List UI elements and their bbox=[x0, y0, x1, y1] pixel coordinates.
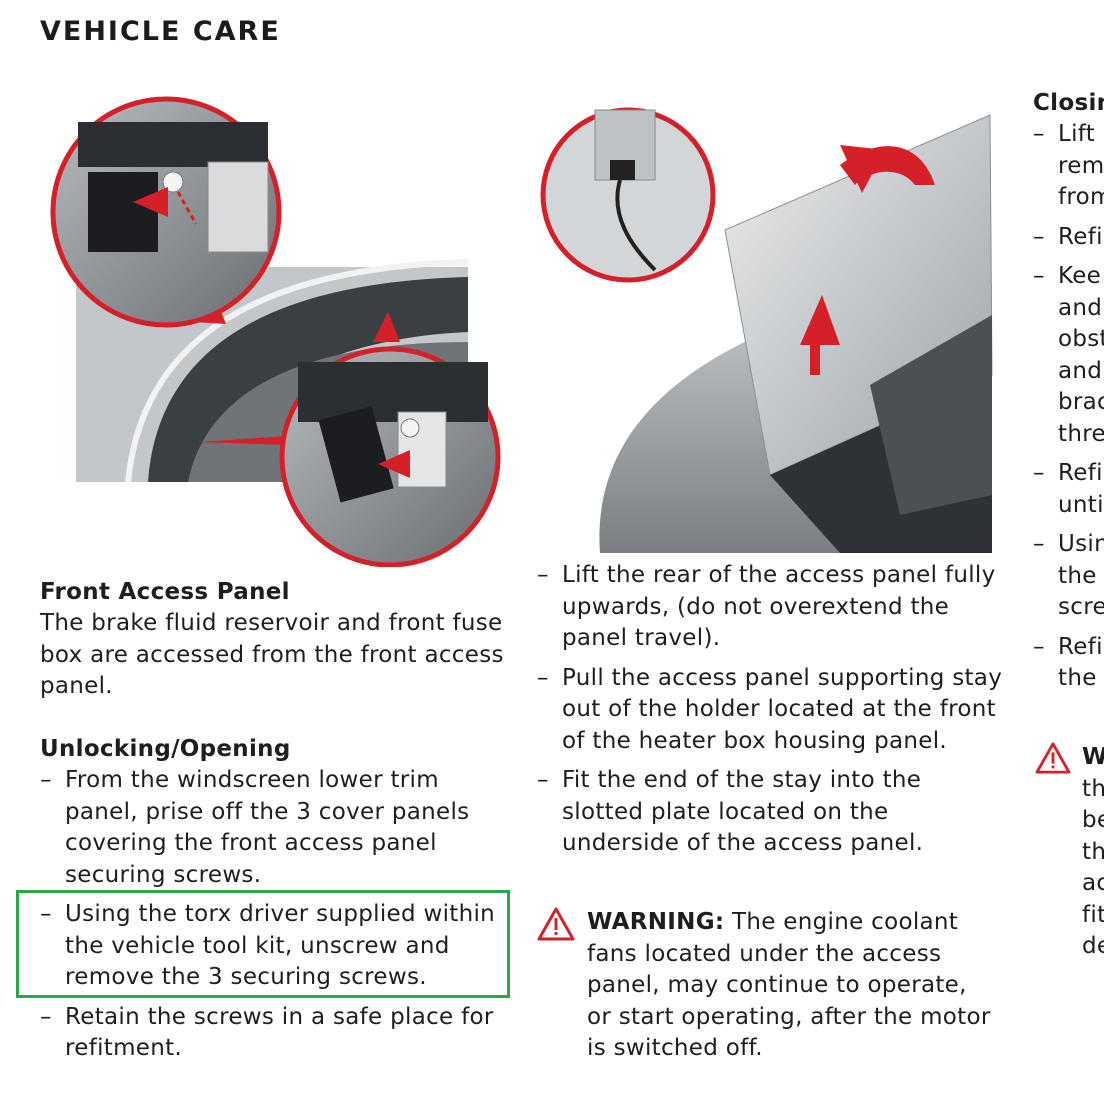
line-fragment: Usin bbox=[1058, 531, 1104, 557]
line-fragment: Refi bbox=[1058, 223, 1103, 250]
coolant-warning: WARNING: The engine coolant fans located… bbox=[537, 907, 997, 1065]
list-item: –Refi bbox=[1033, 222, 1104, 254]
list-item: Fit the end of the stay into the slotted… bbox=[537, 765, 1007, 860]
line-fragment: fit bbox=[1082, 901, 1104, 928]
line-fragment: ac bbox=[1082, 870, 1104, 896]
line-fragment: brac bbox=[1058, 389, 1104, 415]
line-fragment: W bbox=[1082, 744, 1104, 770]
warning-triangle-icon bbox=[537, 907, 575, 941]
unlocking-section: Unlocking/Opening From the windscreen lo… bbox=[40, 734, 510, 1073]
closing-warning: Wth be th ac fit de bbox=[1035, 742, 1104, 972]
closing-warning-text: Wth be th ac fit de bbox=[1082, 742, 1104, 963]
warning-text: WARNING: The engine coolant fans located… bbox=[587, 907, 997, 1065]
line-fragment: rem bbox=[1058, 152, 1104, 179]
front-access-section: Front Access Panel The brake fluid reser… bbox=[40, 577, 510, 703]
unlocking-title: Unlocking/Opening bbox=[40, 736, 291, 762]
line-fragment: Refi bbox=[1058, 460, 1103, 486]
zoom-callout-stay bbox=[540, 107, 716, 283]
front-access-title: Front Access Panel bbox=[40, 579, 290, 605]
line-fragment: scre bbox=[1058, 594, 1104, 620]
warning-body: The engine coolant fans located under th… bbox=[587, 909, 991, 1061]
list-item: From the windscreen lower trim panel, pr… bbox=[40, 765, 510, 891]
line-fragment: th bbox=[1082, 775, 1104, 802]
warning-label: WARNING: bbox=[587, 909, 725, 935]
unlocking-steps: From the windscreen lower trim panel, pr… bbox=[40, 765, 510, 1065]
line-fragment: and bbox=[1058, 294, 1103, 321]
open-panel-illustration bbox=[540, 107, 993, 553]
list-item: Using the torx driver supplied within th… bbox=[40, 899, 510, 994]
line-fragment: the bbox=[1058, 665, 1097, 691]
line-fragment: thre bbox=[1058, 420, 1104, 447]
closing-section: Closin –Liftremfrom–Refi–Keeandobstandbr… bbox=[1033, 88, 1104, 1088]
front-panel-illustration bbox=[50, 96, 501, 567]
highlight-box bbox=[16, 890, 510, 998]
line-fragment: de bbox=[1082, 933, 1104, 959]
line-fragment: from bbox=[1058, 184, 1104, 210]
zoom-callout-bottom bbox=[279, 346, 501, 567]
zoom-callout-top bbox=[50, 96, 282, 328]
line-fragment: Lift bbox=[1058, 121, 1096, 147]
opening-steps-section: Lift the rear of the access panel fully … bbox=[537, 560, 1007, 868]
line-fragment: Refi bbox=[1058, 633, 1103, 660]
line-fragment: the bbox=[1058, 562, 1097, 589]
line-fragment: be bbox=[1082, 807, 1104, 833]
opening-steps: Lift the rear of the access panel fully … bbox=[537, 560, 1007, 860]
line-fragment: and bbox=[1058, 357, 1103, 384]
list-item: Lift the rear of the access panel fully … bbox=[537, 560, 1007, 655]
closing-title: Closin bbox=[1033, 90, 1104, 116]
list-item: Retain the screws in a safe place for re… bbox=[40, 1002, 510, 1065]
line-fragment: unti bbox=[1058, 491, 1104, 518]
list-item: Pull the access panel supporting stay ou… bbox=[537, 663, 1007, 758]
warning-triangle-icon bbox=[1035, 742, 1071, 774]
line-fragment: th bbox=[1082, 838, 1104, 865]
front-access-body: The brake fluid reservoir and front fuse… bbox=[40, 610, 504, 699]
line-fragment: Kee bbox=[1058, 263, 1102, 289]
line-fragment: obst bbox=[1058, 326, 1104, 352]
page-title: VEHICLE CARE bbox=[40, 16, 281, 47]
